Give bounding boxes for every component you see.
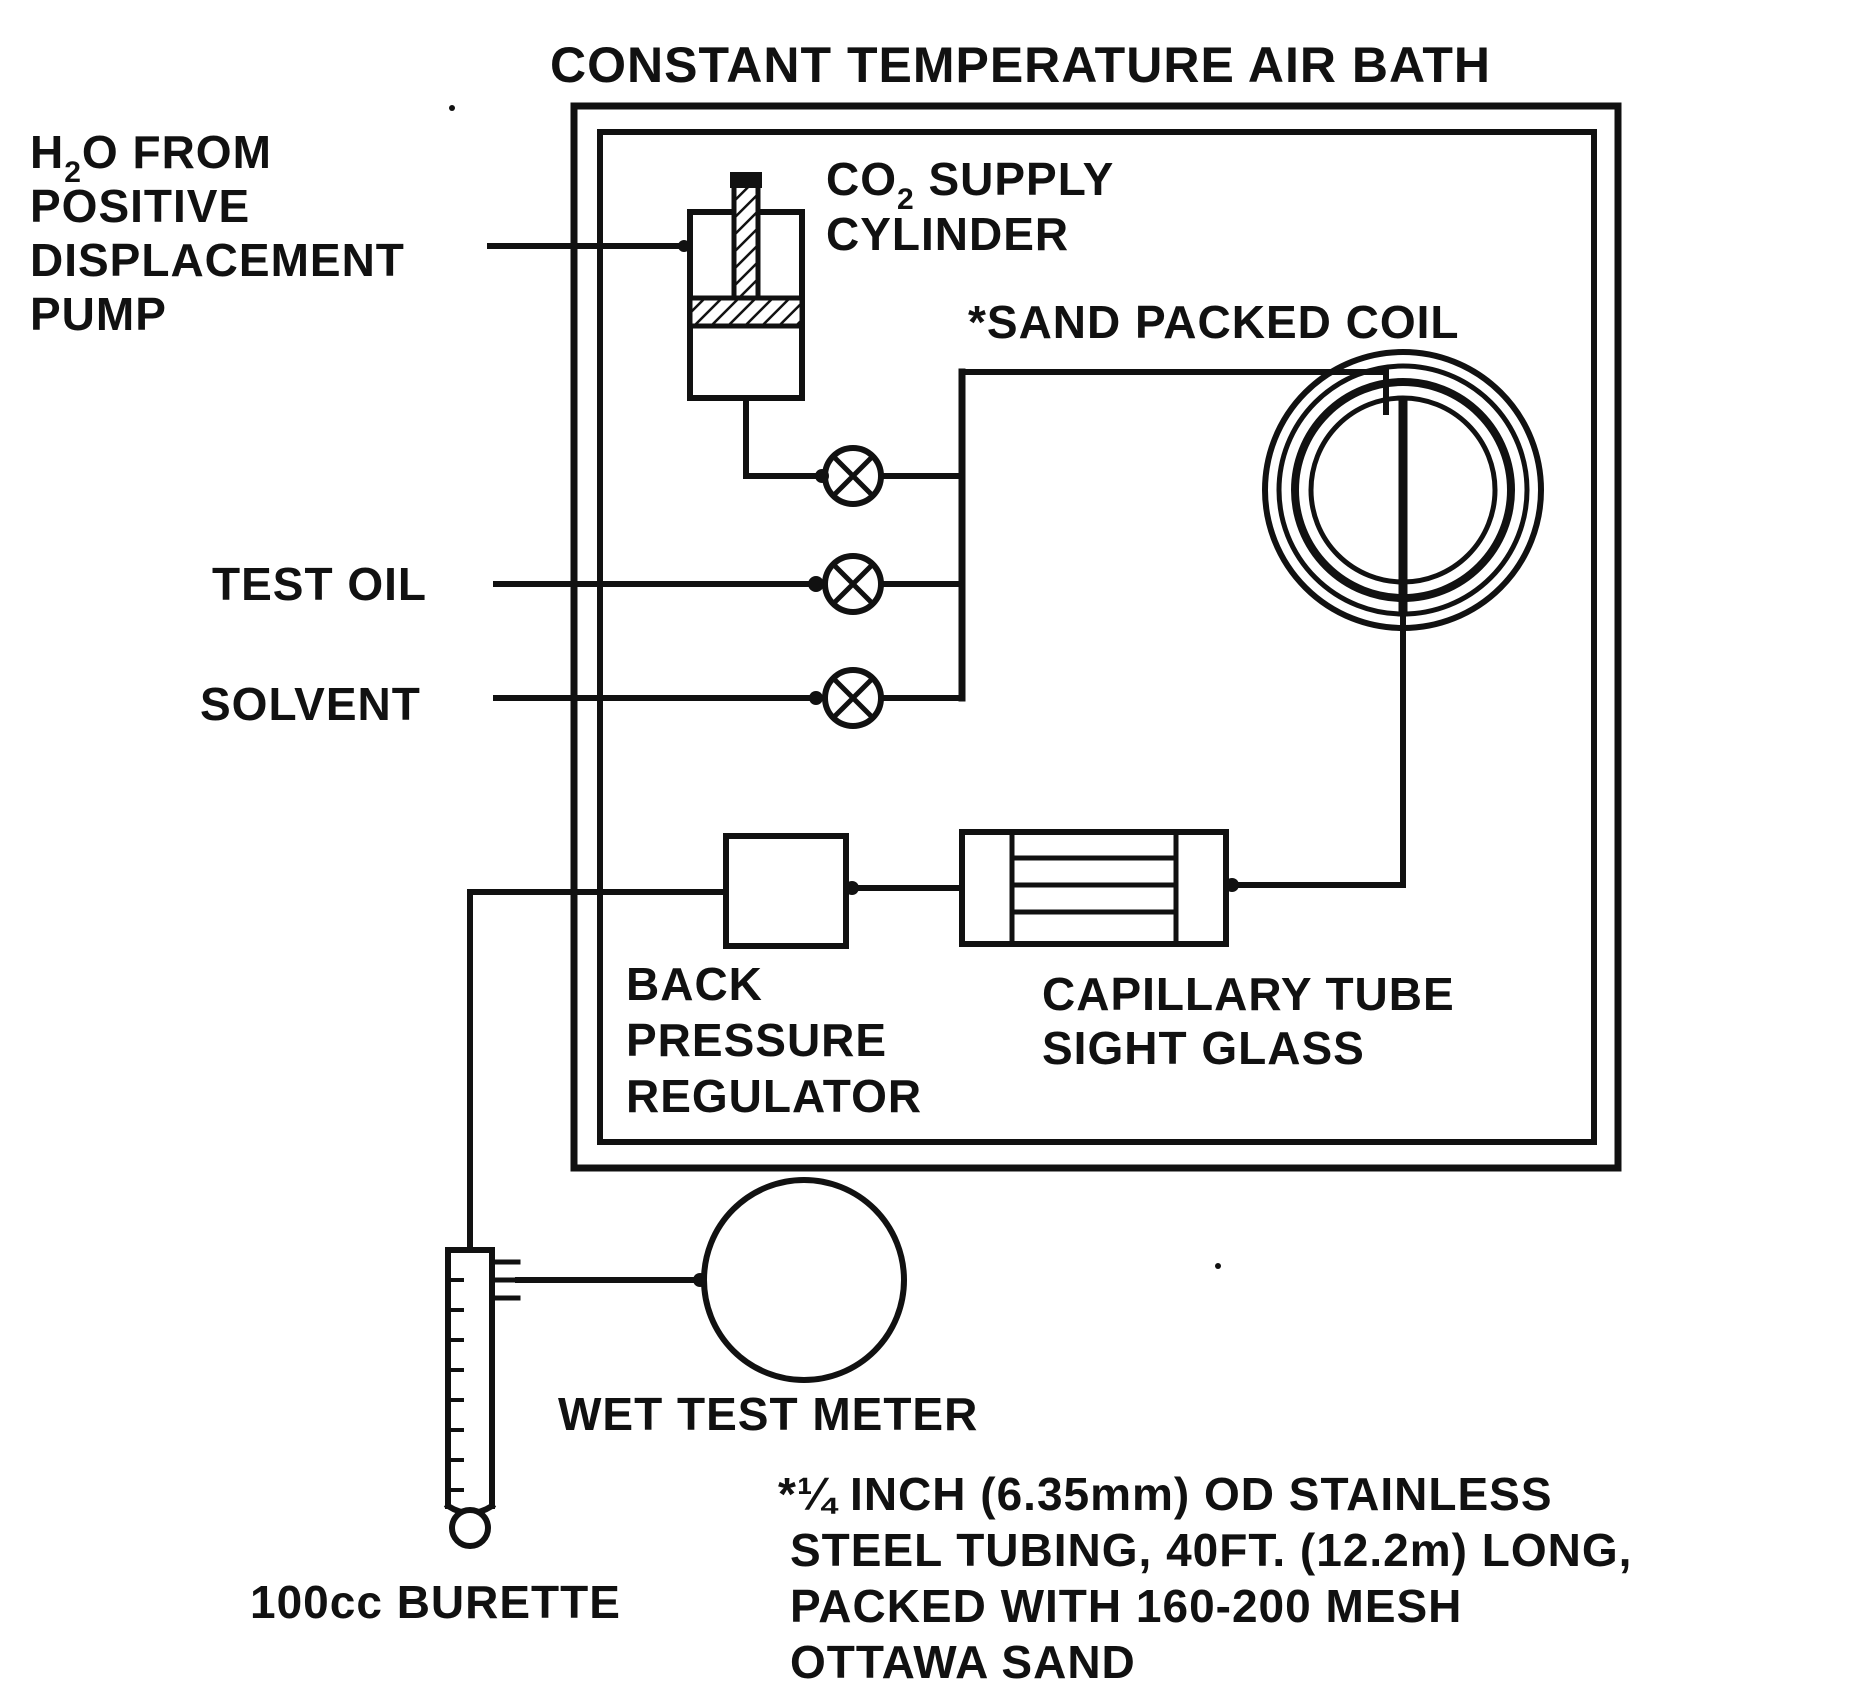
sight-glass-label: CAPILLARY TUBE SIGHT GLASS [1042, 968, 1455, 1074]
sight-glass-label-line1: CAPILLARY TUBE [1042, 968, 1455, 1020]
footnote-line4: OTTAWA SAND [790, 1636, 1136, 1688]
coil-label: *SAND PACKED COIL [968, 296, 1460, 348]
co2-supply-cylinder [687, 172, 805, 401]
co2-valve-icon[interactable] [815, 445, 884, 507]
regulator-label: BACK PRESSURE REGULATOR [626, 958, 922, 1122]
svg-text:CO2 SUPPLY: CO2 SUPPLY [826, 153, 1114, 216]
cylinder-label-sub: 2 [897, 183, 915, 216]
air-bath-outer-frame [570, 102, 1622, 1172]
cylinder-label: CO2 SUPPLY CYLINDER [826, 153, 1114, 260]
regulator-label-line1: BACK [626, 958, 763, 1010]
pump-label-sub: 2 [64, 156, 82, 189]
pump-label-h: H [30, 126, 64, 178]
solvent-valve-icon[interactable] [809, 667, 884, 729]
cylinder-rod [731, 177, 761, 301]
pump-label-line2: POSITIVE [30, 180, 250, 232]
coil-outlet-line [1229, 609, 1406, 888]
meter-label: WET TEST METER [558, 1388, 978, 1440]
test-oil-label: TEST OIL [212, 558, 427, 610]
diagram-title: CONSTANT TEMPERATURE AIR BATH [550, 37, 1491, 93]
regulator-label-line3: REGULATOR [626, 1070, 922, 1122]
test-oil-valve-icon[interactable] [808, 553, 884, 615]
cylinder-rod-cap [730, 172, 762, 188]
regulator-outlet-line [467, 889, 729, 1253]
footnote-line1: *¼ INCH (6.35mm) OD STAINLESS [778, 1468, 1553, 1520]
svg-text:H2O FROM: H2O FROM [30, 126, 272, 189]
cylinder-label-line2: CYLINDER [826, 208, 1069, 260]
speck [1215, 1263, 1221, 1269]
pump-label: H2O FROM POSITIVE DISPLACEMENT PUMP [30, 126, 405, 340]
pump-label-line3: DISPLACEMENT [30, 234, 405, 286]
speck [449, 105, 455, 111]
cylinder-label-rest: SUPPLY [915, 153, 1115, 205]
capillary-sight-glass-icon [959, 829, 1229, 947]
sand-packed-coil-icon [1262, 349, 1544, 631]
cylinder-outlet-line [743, 395, 825, 479]
pump-label-rest: O FROM [82, 126, 272, 178]
footnote-line3: PACKED WITH 160-200 MESH [790, 1580, 1462, 1632]
cylinder-piston [687, 295, 805, 329]
solvent-label: SOLVENT [200, 678, 421, 730]
air-bath-inner-frame [597, 129, 1597, 1145]
footnote-line2: STEEL TUBING, 40FT. (12.2m) LONG, [790, 1524, 1632, 1576]
sight-glass-label-line2: SIGHT GLASS [1042, 1022, 1365, 1074]
footnote: *¼ INCH (6.35mm) OD STAINLESS STEEL TUBI… [778, 1468, 1632, 1688]
cylinder-label-co: CO [826, 153, 897, 205]
pump-label-line4: PUMP [30, 288, 167, 340]
burette-icon [443, 1247, 521, 1549]
back-pressure-regulator-icon[interactable] [723, 833, 849, 949]
burette-label: 100cc BURETTE [250, 1576, 621, 1628]
regulator-label-line2: PRESSURE [626, 1014, 887, 1066]
wet-test-meter-icon [701, 1177, 907, 1383]
